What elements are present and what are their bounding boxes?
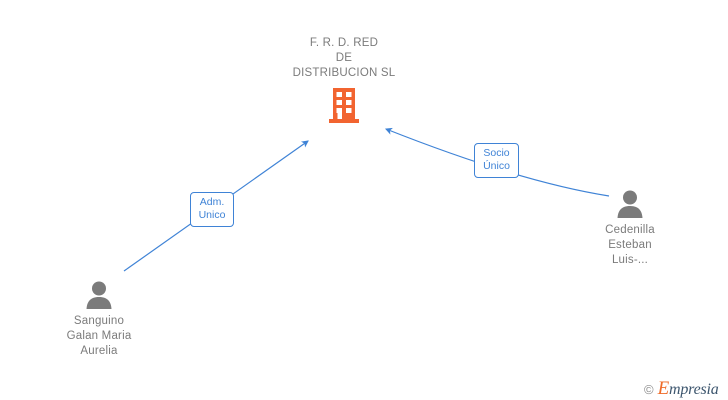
copyright-symbol: © — [644, 382, 654, 397]
relation-label-socio-unico[interactable]: Socio Único — [474, 143, 519, 178]
watermark: © Empresia — [644, 378, 719, 400]
brand-name: Empresia — [658, 378, 719, 400]
person-right-icon-wrapper — [560, 190, 700, 218]
person-node-right[interactable]: Cedenilla Esteban Luis-... — [560, 190, 700, 268]
person-right-name: Cedenilla Esteban Luis-... — [605, 224, 655, 266]
person-icon — [86, 281, 112, 309]
relation-label-adm-unico[interactable]: Adm. Unico — [190, 192, 234, 227]
brand-rest: mpresia — [669, 381, 719, 398]
person-node-left[interactable]: Sanguino Galan Maria Aurelia — [29, 281, 169, 359]
building-icon — [329, 88, 359, 123]
person-left-name: Sanguino Galan Maria Aurelia — [66, 315, 132, 357]
building-icon-wrapper — [244, 88, 444, 126]
brand-initial: E — [657, 378, 670, 399]
person-icon — [617, 190, 643, 218]
company-name: F. R. D. RED DE DISTRIBUCION SL — [292, 37, 396, 79]
person-left-icon-wrapper — [29, 281, 169, 309]
company-node[interactable]: F. R. D. RED DE DISTRIBUCION SL — [244, 36, 444, 126]
